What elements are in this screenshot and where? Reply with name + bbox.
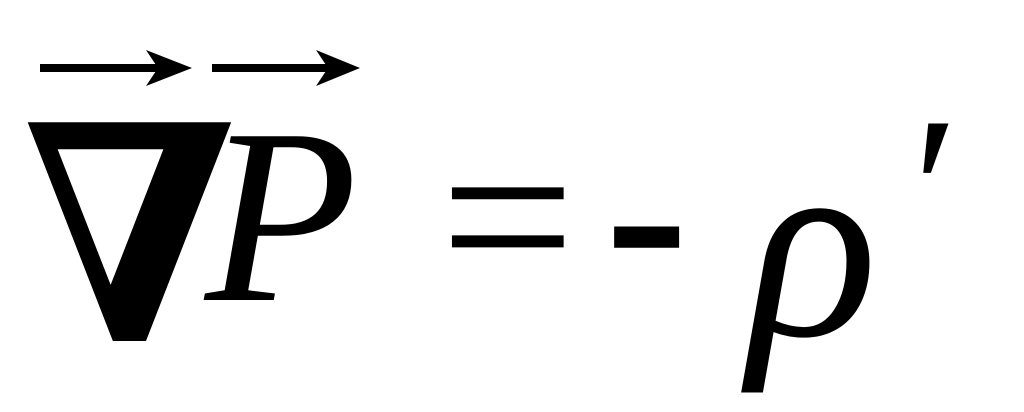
- equals-sign: =: [440, 83, 576, 349]
- minus-sign: -: [605, 74, 689, 351]
- prime-mark: ′: [900, 75, 946, 307]
- equation: ∇ P = - ρ ′: [22, 50, 946, 412]
- pressure-variable: P: [205, 78, 358, 355]
- nabla-operator: ∇: [22, 59, 237, 412]
- density-variable: ρ: [748, 95, 878, 394]
